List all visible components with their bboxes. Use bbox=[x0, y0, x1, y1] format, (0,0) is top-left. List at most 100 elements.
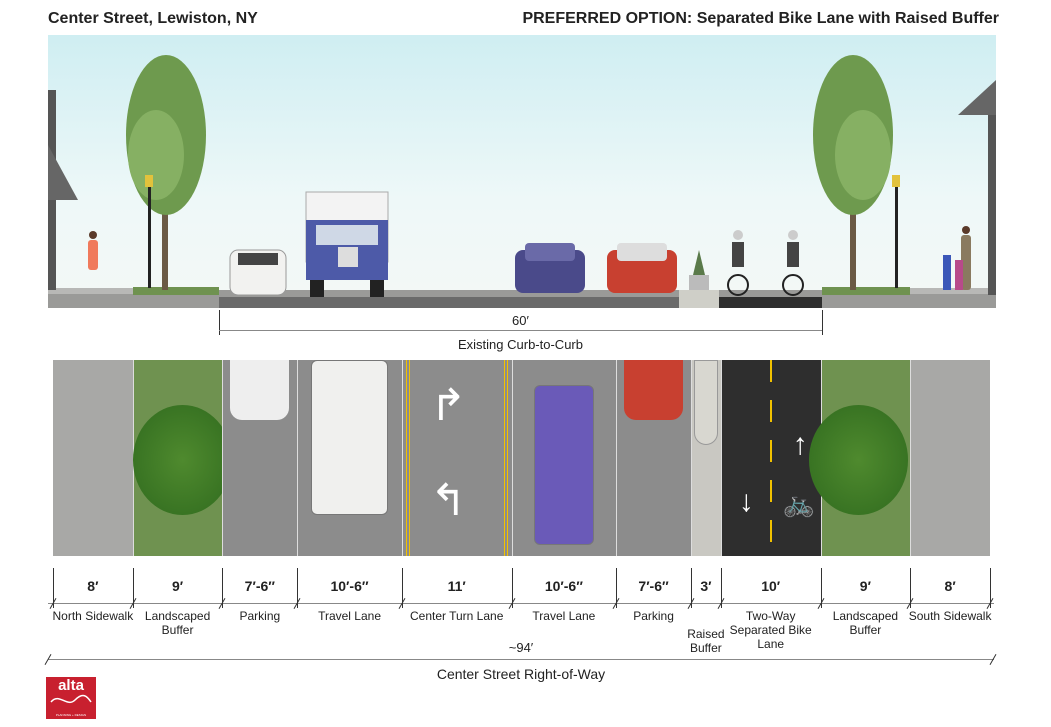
raised-median-curb bbox=[693, 360, 718, 445]
red-car-elev bbox=[607, 243, 677, 293]
roadway-elev bbox=[219, 297, 679, 308]
shrub bbox=[132, 405, 233, 515]
dimension-tick bbox=[690, 568, 692, 608]
yellow-lane-line bbox=[503, 360, 508, 556]
lane-divider bbox=[222, 360, 224, 556]
up-arrow-icon: ↑ bbox=[792, 428, 808, 461]
curb-to-curb-line bbox=[219, 330, 822, 331]
right-of-way-dimension: ~94′ bbox=[508, 640, 534, 655]
street-elevation-view bbox=[48, 35, 996, 308]
curb-tick-right bbox=[822, 310, 823, 335]
north-sidewalk-elev bbox=[48, 288, 133, 294]
segment-dimension: 7′-6″ bbox=[638, 578, 669, 594]
curb-to-curb-label: Existing Curb-to-Curb bbox=[458, 337, 583, 352]
shrub bbox=[808, 405, 909, 515]
segment-dimension: 10′-6″ bbox=[330, 578, 369, 594]
segment-label-center-turn-lane: Center Turn Lane bbox=[409, 609, 504, 623]
white-car-elev bbox=[229, 249, 287, 296]
dimension-tick bbox=[297, 568, 299, 608]
pedestrian-north bbox=[88, 231, 98, 270]
bike-centerline bbox=[769, 360, 772, 556]
lane-divider bbox=[720, 360, 722, 556]
dimension-tick bbox=[132, 568, 134, 608]
dimension-tick bbox=[990, 568, 991, 608]
segment-label-travel-lane: Travel Lane bbox=[532, 609, 596, 623]
streetlight-south bbox=[892, 175, 900, 288]
plan-north-sidewalk bbox=[53, 360, 133, 556]
segment-dimension: 8′ bbox=[87, 578, 99, 594]
plan-south-sidewalk bbox=[910, 360, 990, 556]
segment-dimension: 9′ bbox=[172, 578, 184, 594]
segment-label-landscaped-buffer: Landscaped Buffer bbox=[144, 609, 211, 637]
segment-label-landscaped-buffer: Landscaped Buffer bbox=[832, 609, 899, 637]
right-of-way-label: Center Street Right-of-Way bbox=[436, 666, 606, 682]
truck-plan bbox=[311, 360, 388, 515]
planter-elev bbox=[689, 250, 709, 290]
segment-label-parking: Parking bbox=[633, 609, 674, 623]
plan-parking bbox=[222, 360, 298, 556]
street-plan-view: ↱↰↑↓🚲 bbox=[53, 360, 990, 556]
dimension-tick bbox=[222, 568, 224, 608]
curb-tick-left bbox=[219, 310, 220, 335]
south-building bbox=[958, 80, 996, 295]
right-of-way-line bbox=[48, 659, 994, 660]
tree-south bbox=[813, 55, 893, 290]
diagram-title: Center Street, Lewiston, NY bbox=[48, 10, 258, 27]
segment-label-two-way-separated-bike-lane: Two-Way Separated Bike Lane bbox=[729, 609, 812, 651]
dimension-tick bbox=[616, 568, 618, 608]
curb-to-curb-dimension: 60′ bbox=[512, 313, 529, 328]
segment-dimension: 9′ bbox=[859, 578, 871, 594]
logo-subtext: PLANNING + DESIGN bbox=[55, 713, 87, 717]
streetlight-north bbox=[145, 175, 153, 288]
tree-north bbox=[126, 55, 206, 290]
north-building bbox=[48, 90, 78, 290]
dimension-line bbox=[48, 603, 994, 604]
south-sidewalk-elev bbox=[910, 288, 996, 294]
plan-center-turn-lane: ↱↰ bbox=[401, 360, 512, 556]
lane-divider bbox=[910, 360, 912, 556]
south-buffer-elev bbox=[822, 287, 910, 295]
logo-text: alta bbox=[58, 677, 84, 694]
dimension-tick bbox=[511, 568, 513, 608]
alta-logo: alta PLANNING + DESIGN bbox=[46, 677, 96, 719]
raised-buffer-elev bbox=[679, 290, 719, 308]
lane-divider bbox=[401, 360, 403, 556]
lane-divider bbox=[511, 360, 513, 556]
yellow-lane-line bbox=[405, 360, 410, 556]
down-arrow-icon: ↓ bbox=[738, 485, 754, 518]
segment-label-raised-buffer: Raised Buffer bbox=[687, 627, 725, 655]
lane-divider bbox=[616, 360, 618, 556]
segment-label-north-sidewalk: North Sidewalk bbox=[52, 609, 134, 623]
plan-travel-lane bbox=[511, 360, 617, 556]
segment-label-south-sidewalk: South Sidewalk bbox=[908, 609, 992, 623]
dimension-tick bbox=[401, 568, 403, 608]
plan-landscaped-buffer bbox=[808, 360, 911, 556]
north-buffer-elev bbox=[133, 287, 219, 295]
pedestrians-south bbox=[943, 226, 971, 290]
segment-dimension: 10′-6″ bbox=[544, 578, 583, 594]
plan-landscaped-buffer bbox=[132, 360, 233, 556]
logo-wave bbox=[50, 694, 92, 704]
lane-divider bbox=[297, 360, 299, 556]
dimension-tick bbox=[720, 568, 722, 608]
parked-car bbox=[230, 360, 290, 420]
plan-parking bbox=[616, 360, 691, 556]
dimension-tick bbox=[820, 568, 822, 608]
option-title: PREFERRED OPTION: Separated Bike Lane wi… bbox=[522, 10, 999, 27]
segment-dimension: 8′ bbox=[944, 578, 956, 594]
segment-dimension: 3′ bbox=[700, 578, 712, 594]
segment-label-parking: Parking bbox=[239, 609, 281, 623]
truck-elev bbox=[305, 191, 389, 297]
turn-arrow-icon: ↰ bbox=[429, 476, 467, 525]
dimension-tick bbox=[910, 568, 912, 608]
segment-dimension: 11′ bbox=[447, 578, 466, 594]
turn-arrow-icon: ↱ bbox=[429, 381, 467, 430]
parked-car bbox=[624, 360, 683, 420]
segment-dimension: 10′ bbox=[761, 578, 781, 594]
plan-raised-buffer bbox=[690, 360, 721, 556]
segment-label-travel-lane: Travel Lane bbox=[318, 609, 381, 623]
cyclists-elev bbox=[727, 230, 804, 296]
bicycle-symbol-icon: 🚲 bbox=[782, 488, 816, 518]
purple-car-elev bbox=[515, 243, 585, 293]
segment-dimension: 7′-6″ bbox=[244, 578, 275, 594]
